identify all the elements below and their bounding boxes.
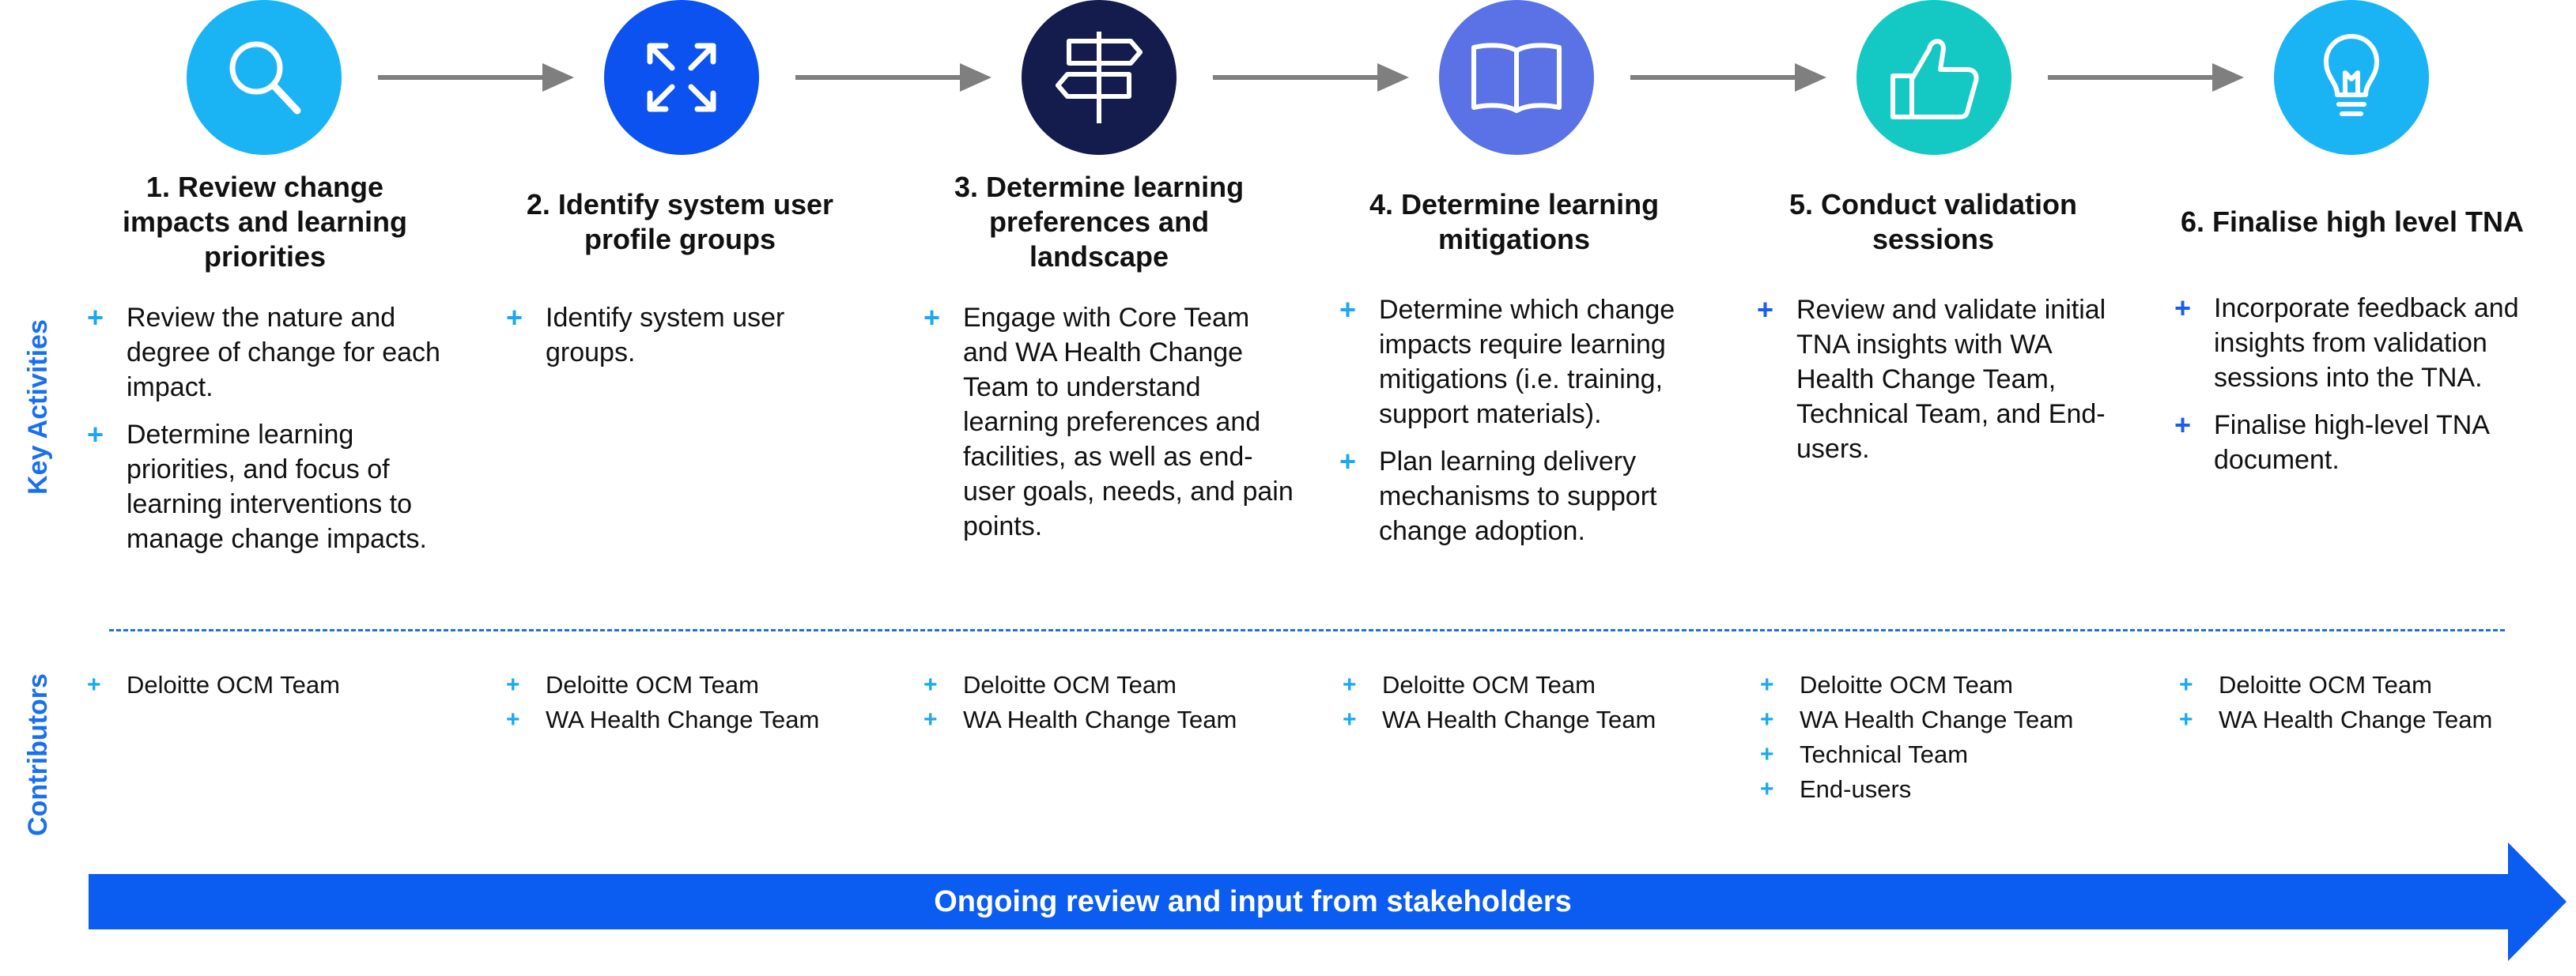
plus-bullet-icon: + xyxy=(924,707,938,733)
plus-bullet-icon: + xyxy=(87,672,101,698)
step-1-icon-circle xyxy=(187,0,342,155)
contributor-item: +WA Health Change Team xyxy=(1341,703,1705,737)
section-divider xyxy=(109,629,2505,631)
step-3-icon-circle xyxy=(1022,0,1177,155)
contributor-item: +Deloitte OCM Team xyxy=(922,668,1286,703)
connector-arrow-5 xyxy=(2048,63,2244,92)
step-5-icon-circle xyxy=(1856,0,2011,155)
plus-bullet-icon: + xyxy=(1339,293,1357,326)
activity-item: +Incorporate feedback and insights from … xyxy=(2174,292,2519,393)
magnifier-icon xyxy=(187,0,342,155)
step-4-contributors: +Deloitte OCM Team +WA Health Change Tea… xyxy=(1341,668,1705,737)
step-1-title: 1. Review change impacts and learning pr… xyxy=(122,171,408,273)
plus-bullet-icon: + xyxy=(1760,707,1774,733)
step-1-circle xyxy=(187,0,342,155)
step-1-contributors: +Deloitte OCM Team xyxy=(85,668,449,703)
thumbs-up-icon xyxy=(1856,0,2011,155)
step-5-activities: +Review and validate initial TNA insight… xyxy=(1755,292,2127,479)
open-book-icon xyxy=(1439,0,1594,155)
plus-bullet-icon: + xyxy=(1760,741,1774,767)
contributor-item: +WA Health Change Team xyxy=(504,703,868,737)
activity-item: +Engage with Core Team and WA Health Cha… xyxy=(924,301,1294,541)
contributor-item: +Deloitte OCM Team xyxy=(1758,668,2122,703)
plus-bullet-icon: + xyxy=(2179,672,2193,698)
contributors-label: Contributors xyxy=(23,673,53,836)
expand-arrows-icon xyxy=(604,0,759,155)
step-2-activities: +Identify system user groups. xyxy=(504,300,852,382)
plus-bullet-icon: + xyxy=(2174,409,2192,441)
step-2-title: 2. Identify system user profile groups xyxy=(526,188,834,255)
plus-bullet-icon: + xyxy=(506,707,520,733)
step-4-activities: +Determine which change impacts require … xyxy=(1338,292,1709,561)
step-4-icon-circle xyxy=(1439,0,1594,155)
contributor-item: +Deloitte OCM Team xyxy=(2178,668,2549,703)
plus-bullet-icon: + xyxy=(924,672,938,698)
plus-bullet-icon: + xyxy=(506,672,520,698)
step-3-contributors: +Deloitte OCM Team +WA Health Change Tea… xyxy=(922,668,1286,737)
step-5-circle xyxy=(1856,0,2011,155)
plus-bullet-icon: + xyxy=(87,418,104,450)
lightbulb-icon xyxy=(2274,0,2429,155)
contributor-item: +WA Health Change Team xyxy=(922,703,1286,737)
plus-bullet-icon: + xyxy=(87,301,104,333)
stakeholder-banner: Ongoing review and input from stakeholde… xyxy=(89,842,2567,961)
plus-bullet-icon: + xyxy=(1760,672,1774,698)
contributor-item: +Deloitte OCM Team xyxy=(85,668,449,703)
contributor-item: +Technical Team xyxy=(1758,737,2122,772)
plus-bullet-icon: + xyxy=(1339,445,1357,477)
plus-bullet-icon: + xyxy=(1760,776,1774,802)
contributor-item: +WA Health Change Team xyxy=(2178,703,2549,737)
signpost-icon xyxy=(1022,0,1177,155)
contributor-item: +WA Health Change Team xyxy=(1758,703,2122,737)
step-5-title: 5. Conduct validation sessions xyxy=(1788,188,2078,255)
step-2-circle xyxy=(604,0,759,155)
step-6-activities: +Incorporate feedback and insights from … xyxy=(2173,291,2544,490)
magnifier-lens xyxy=(229,41,283,95)
contributor-item: +Deloitte OCM Team xyxy=(1341,668,1705,703)
step-4-title: 4. Determine learning mitigations xyxy=(1369,188,1660,255)
activity-item: +Review and validate initial TNA insight… xyxy=(1757,293,2106,464)
plus-bullet-icon: + xyxy=(506,301,523,333)
magnifier-handle xyxy=(270,81,301,115)
contributor-item: +Deloitte OCM Team xyxy=(504,668,868,703)
plus-bullet-icon: + xyxy=(1757,293,1774,326)
step-6-title: 6. Finalise high level TNA xyxy=(2180,205,2525,238)
plus-bullet-icon: + xyxy=(2174,292,2192,324)
activity-item: +Review the nature and degree of change … xyxy=(87,301,440,402)
step-6-icon-circle xyxy=(2274,0,2429,155)
activity-item: +Finalise high-level TNA document. xyxy=(2174,409,2489,475)
activity-item: +Plan learning delivery mechanisms to su… xyxy=(1339,445,1657,546)
plus-bullet-icon: + xyxy=(924,301,941,333)
activity-item: +Determine which change impacts require … xyxy=(1339,293,1675,429)
contributor-item: +End-users xyxy=(1758,772,2122,807)
step-5-contributors: +Deloitte OCM Team +WA Health Change Tea… xyxy=(1758,668,2122,807)
step-2-icon-circle xyxy=(604,0,759,155)
activity-item: +Identify system user groups. xyxy=(506,301,785,367)
step-2-contributors: +Deloitte OCM Team +WA Health Change Tea… xyxy=(504,668,868,737)
banner-text: Ongoing review and input from stakeholde… xyxy=(934,884,1572,918)
connector-arrow-4 xyxy=(1630,63,1826,92)
activity-item: +Determine learning priorities, and focu… xyxy=(87,418,427,554)
plus-bullet-icon: + xyxy=(1343,707,1357,733)
connector-arrow-3 xyxy=(1213,63,1409,92)
key-activities-label: Key Activities xyxy=(23,319,53,495)
step-1-activities: +Review the nature and degree of change … xyxy=(85,300,457,569)
step-6-contributors: +Deloitte OCM Team +WA Health Change Tea… xyxy=(2178,668,2549,737)
connector-arrow-2 xyxy=(795,63,991,92)
connector-arrow-1 xyxy=(378,63,574,92)
step-3-activities: +Engage with Core Team and WA Health Cha… xyxy=(922,300,1294,556)
plus-bullet-icon: + xyxy=(1343,672,1357,698)
step-3-title: 3. Determine learning preferences and la… xyxy=(954,171,1245,273)
banner-arrow-icon xyxy=(89,842,2567,961)
plus-bullet-icon: + xyxy=(2179,707,2193,733)
